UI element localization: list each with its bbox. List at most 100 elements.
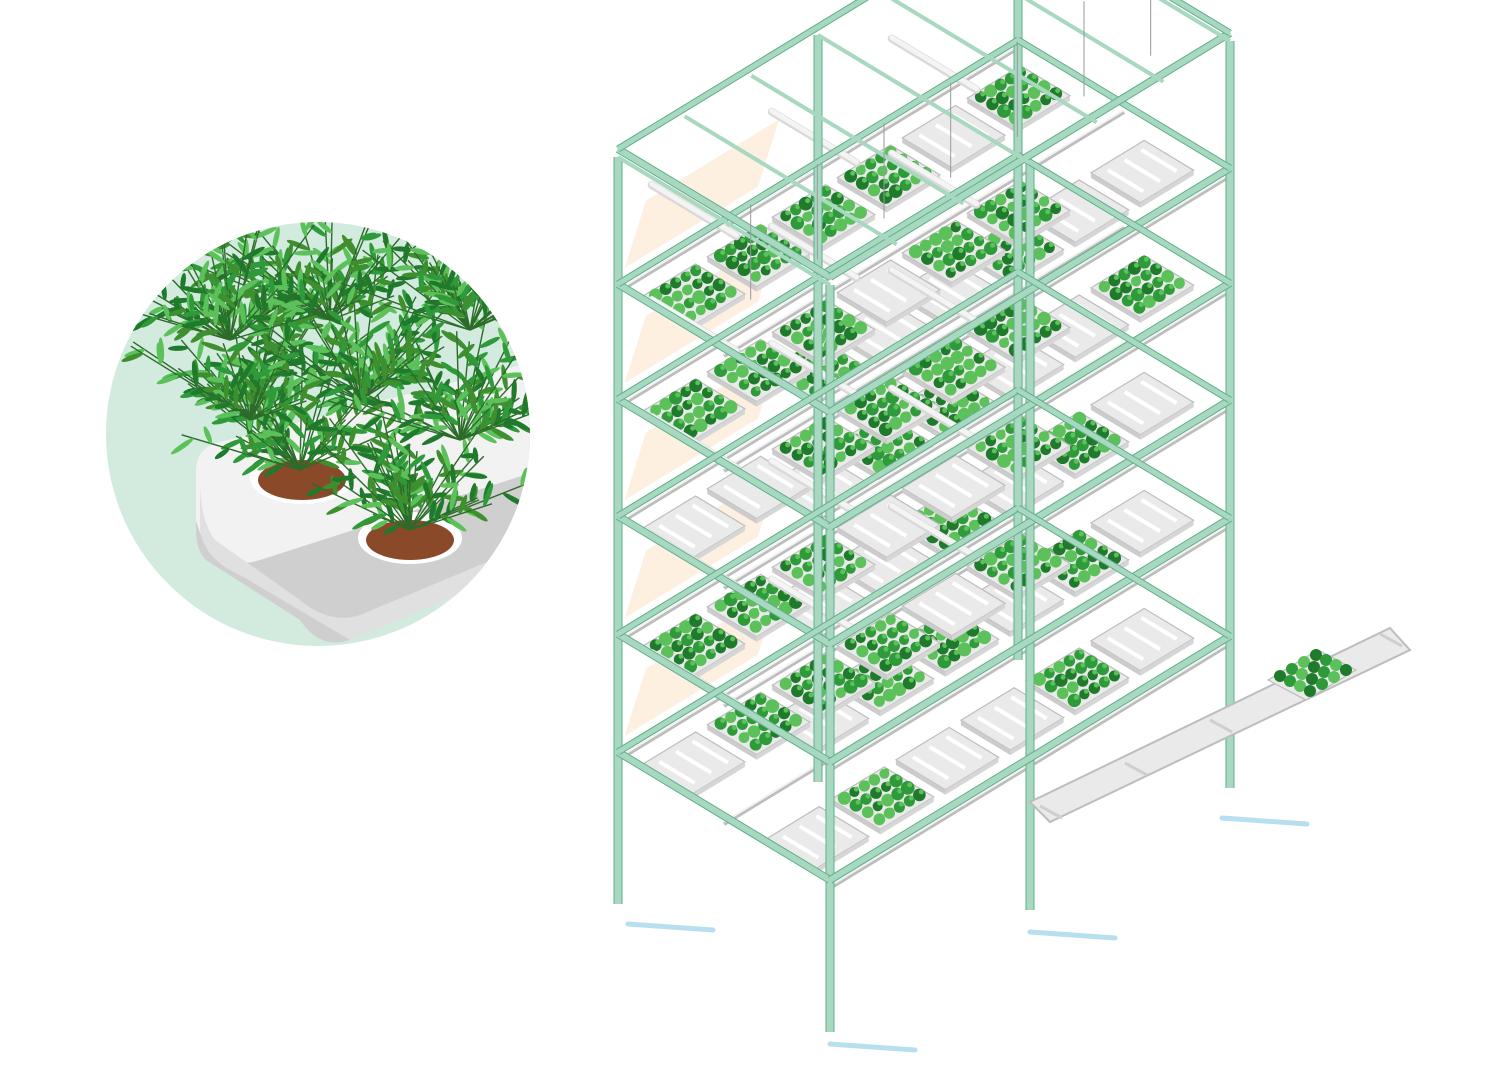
seedling <box>889 774 903 788</box>
seedling-leaf <box>861 409 867 415</box>
seedling-tray-icon <box>836 612 942 681</box>
herb-leaf <box>407 475 426 492</box>
seedling-leaf <box>1003 337 1009 343</box>
herb-leaf <box>367 472 385 480</box>
seedling-leaf <box>698 291 704 297</box>
herb-leaf <box>298 344 306 371</box>
seedling <box>689 614 703 628</box>
tray-rim <box>1016 95 1070 134</box>
herb-leaf <box>370 306 393 323</box>
seedling-leaf <box>1045 562 1051 568</box>
herb-leaf <box>436 449 445 465</box>
seedling-leaf <box>1058 543 1064 549</box>
herb-leaf <box>244 378 257 393</box>
seedling-leaf <box>665 398 671 404</box>
seedling-tray-icon <box>836 259 942 328</box>
herb-leaf <box>284 319 290 342</box>
seedling-leaf <box>1073 694 1079 700</box>
herb-leaf <box>285 436 303 455</box>
shelf-rail <box>722 110 1126 358</box>
shelf-rail-highlight <box>723 109 1125 355</box>
seedling-leaf <box>1155 263 1161 269</box>
herb-leaf <box>310 347 330 354</box>
herb-leaf <box>222 294 236 309</box>
tray-rim <box>1090 404 1141 440</box>
tray-slot <box>1140 380 1178 405</box>
herb-leaf <box>174 328 191 341</box>
herb-leaf <box>469 483 477 502</box>
tray-rim <box>691 525 745 564</box>
seedling-leaf <box>773 360 779 366</box>
herb-leaf <box>293 313 319 325</box>
seedling <box>1316 678 1328 690</box>
seedling-leaf <box>942 643 948 649</box>
seedling-leaf <box>853 786 859 792</box>
herb-leaf <box>196 329 221 336</box>
tray-slot <box>993 705 1032 731</box>
seedling-leaf <box>765 380 771 386</box>
seedling-leaf <box>877 447 883 453</box>
herb-stem <box>196 308 231 341</box>
seedling-leaf <box>1055 203 1061 209</box>
herb-leaf <box>387 281 406 288</box>
seedling-leaf <box>1102 663 1108 669</box>
seedling-leaf <box>1093 564 1099 570</box>
tray-slot <box>863 316 902 342</box>
herb-leaf <box>507 417 530 431</box>
seedling-leaf <box>720 365 726 371</box>
seedling-leaf <box>850 638 856 644</box>
seedling-leaf <box>696 628 702 634</box>
herb-leaf <box>383 524 400 535</box>
herb-leaf <box>163 304 171 321</box>
seedling-leaf <box>720 250 726 256</box>
seedling <box>1294 680 1306 692</box>
seedling-leaf <box>915 641 921 647</box>
seedling-leaf <box>980 559 986 565</box>
herb-leaf <box>213 299 219 327</box>
seedling-leaf <box>968 358 974 364</box>
frame-beam <box>1016 387 1232 521</box>
seedling-leaf <box>881 633 887 639</box>
herb-leaf <box>278 402 295 411</box>
herb-leaf <box>331 475 357 482</box>
herb-leaf <box>284 358 302 366</box>
herb-leaf <box>397 385 405 413</box>
herb-leaf <box>340 320 357 333</box>
seedling-leaf <box>685 621 691 627</box>
herb-leaf <box>265 341 283 352</box>
seedling-leaf <box>685 386 691 392</box>
seedling-tray-icon <box>829 766 935 835</box>
seedling-leaf <box>1038 673 1044 679</box>
tray-rim <box>1090 287 1141 323</box>
tray-rim <box>902 252 952 288</box>
seedling-leaf <box>1083 452 1089 458</box>
frame-beam <box>828 165 1232 415</box>
seedling-leaf <box>796 332 802 338</box>
herb-leaf <box>275 255 282 271</box>
herb-leaf <box>206 377 229 384</box>
seedling-leaf <box>991 448 997 454</box>
seedling <box>854 321 868 335</box>
herb-leaf <box>439 384 456 396</box>
tray-slot <box>1058 197 1097 223</box>
herb-leaf <box>203 426 213 444</box>
seedling-leaf <box>795 672 801 678</box>
herb-leaf <box>477 431 497 444</box>
seedling-leaf <box>718 394 724 400</box>
seedling-leaf <box>903 634 909 640</box>
herb-leaf <box>288 275 294 298</box>
seedling-leaf <box>881 397 887 403</box>
herb-leaf <box>357 269 363 294</box>
seedling-leaf <box>665 283 671 289</box>
herb-leaf <box>426 349 437 368</box>
herb-stem <box>409 503 493 531</box>
seedling-leaf <box>720 292 726 298</box>
seedling-leaf <box>991 566 997 572</box>
seedling-leaf <box>990 85 996 91</box>
tray-rim <box>1010 717 1064 756</box>
herb-leaf <box>460 453 479 459</box>
herb-leaf <box>168 308 186 317</box>
seedling-leaf <box>935 350 941 356</box>
seedling-leaf <box>720 718 726 724</box>
seedling-leaf <box>755 271 761 277</box>
